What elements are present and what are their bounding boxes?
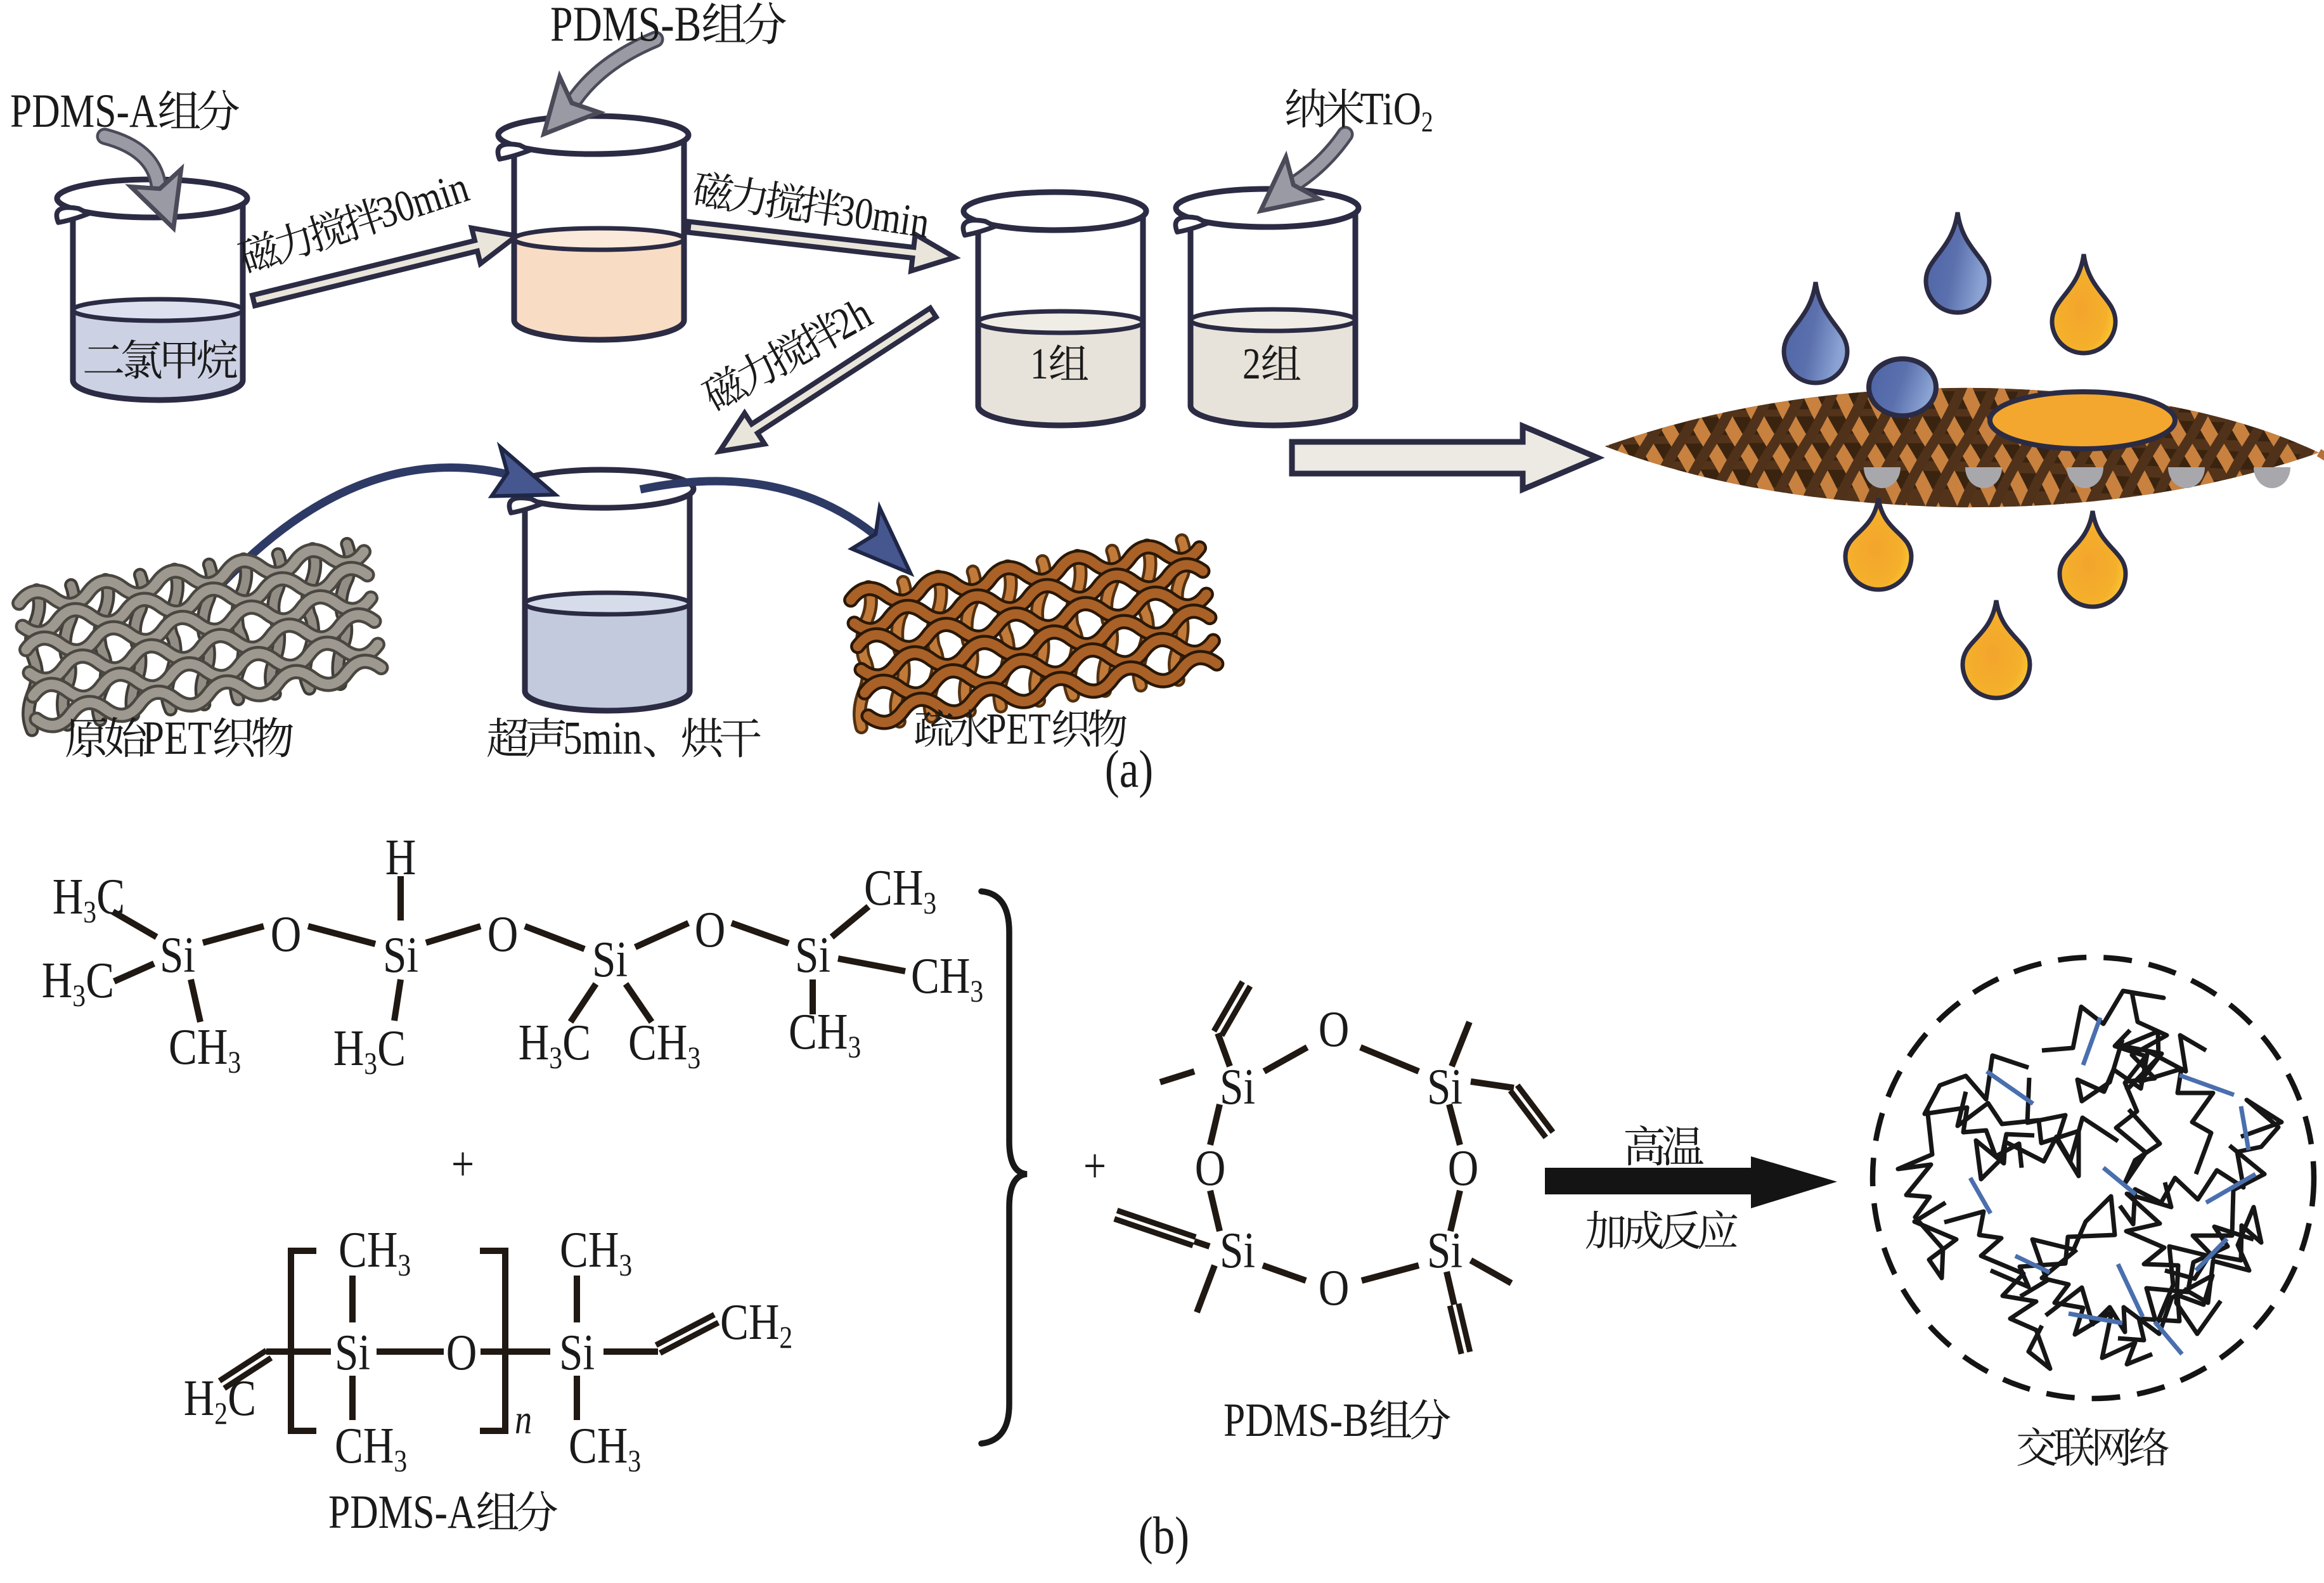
svg-text:H: H <box>184 1369 215 1426</box>
svg-text:CH: CH <box>335 1417 394 1474</box>
svg-text:CH: CH <box>569 1417 628 1474</box>
svg-text:C: C <box>377 1019 406 1076</box>
svg-text:2: 2 <box>1421 107 1433 138</box>
svg-text:H: H <box>333 1019 365 1076</box>
svg-text:1: 1 <box>1030 340 1049 389</box>
svg-text:Si: Si <box>1427 1058 1462 1115</box>
svg-text:H: H <box>519 1014 550 1071</box>
svg-text:H: H <box>42 952 73 1009</box>
svg-text:Si: Si <box>795 926 830 983</box>
svg-text:O: O <box>271 905 302 962</box>
svg-text:3: 3 <box>228 1044 241 1080</box>
svg-text:Si: Si <box>160 926 195 983</box>
svg-text:PDMS-A: PDMS-A <box>328 1486 475 1539</box>
svg-text:O: O <box>1195 1139 1226 1196</box>
svg-text:C: C <box>228 1369 256 1426</box>
svg-text:CH: CH <box>864 859 923 916</box>
svg-text:CH: CH <box>911 947 970 1004</box>
svg-text:Si: Si <box>1220 1058 1255 1115</box>
svg-text:O: O <box>695 901 726 958</box>
svg-text:O: O <box>1319 1259 1350 1316</box>
svg-text:+: + <box>451 1136 474 1191</box>
svg-text:2: 2 <box>779 1319 792 1355</box>
svg-text:C: C <box>86 952 114 1009</box>
svg-text:Si: Si <box>1220 1222 1255 1279</box>
svg-text:3: 3 <box>364 1045 377 1081</box>
svg-text:5min: 5min <box>563 713 642 765</box>
svg-text:PET: PET <box>986 705 1051 754</box>
svg-text:O: O <box>446 1324 477 1381</box>
svg-text:3: 3 <box>848 1029 861 1064</box>
svg-text:3: 3 <box>628 1443 641 1478</box>
svg-text:Si: Si <box>383 926 418 983</box>
svg-text:PDMS-A: PDMS-A <box>10 85 157 138</box>
svg-text:3: 3 <box>83 894 96 929</box>
svg-text:Si: Si <box>335 1324 370 1381</box>
svg-text:3: 3 <box>394 1443 407 1478</box>
svg-text:3: 3 <box>923 885 936 921</box>
svg-text:3: 3 <box>687 1040 700 1075</box>
svg-text:2: 2 <box>214 1395 228 1431</box>
svg-text:CH: CH <box>169 1018 228 1075</box>
svg-text:3: 3 <box>72 978 86 1013</box>
svg-text:3: 3 <box>549 1040 562 1075</box>
svg-text:3: 3 <box>397 1247 411 1283</box>
svg-text:+: + <box>1083 1138 1106 1193</box>
svg-text:Si: Si <box>592 931 628 988</box>
svg-text:H: H <box>53 868 84 925</box>
svg-text:PDMS-B: PDMS-B <box>1223 1394 1369 1447</box>
svg-text:(b): (b) <box>1139 1506 1189 1565</box>
svg-text:3: 3 <box>619 1247 632 1283</box>
svg-text:O: O <box>1319 1000 1350 1057</box>
svg-text:CH: CH <box>789 1003 848 1060</box>
svg-text:PET: PET <box>143 712 212 765</box>
svg-text:CH: CH <box>628 1014 687 1071</box>
svg-text:C: C <box>562 1014 591 1071</box>
svg-text:CH: CH <box>339 1221 397 1278</box>
svg-text:TiO: TiO <box>1360 83 1421 134</box>
svg-text:CH: CH <box>560 1221 619 1278</box>
svg-text:O: O <box>487 905 519 962</box>
svg-text:3: 3 <box>970 973 983 1009</box>
svg-text:CH: CH <box>720 1293 779 1350</box>
svg-text:2: 2 <box>1243 340 1261 389</box>
svg-text:(a): (a) <box>1105 740 1153 799</box>
svg-text:n: n <box>515 1397 532 1443</box>
svg-text:Si: Si <box>1427 1222 1462 1279</box>
svg-text:O: O <box>1448 1139 1479 1196</box>
svg-text:C: C <box>96 868 125 925</box>
svg-text:Si: Si <box>559 1324 595 1381</box>
svg-text:PDMS-B: PDMS-B <box>550 0 701 51</box>
